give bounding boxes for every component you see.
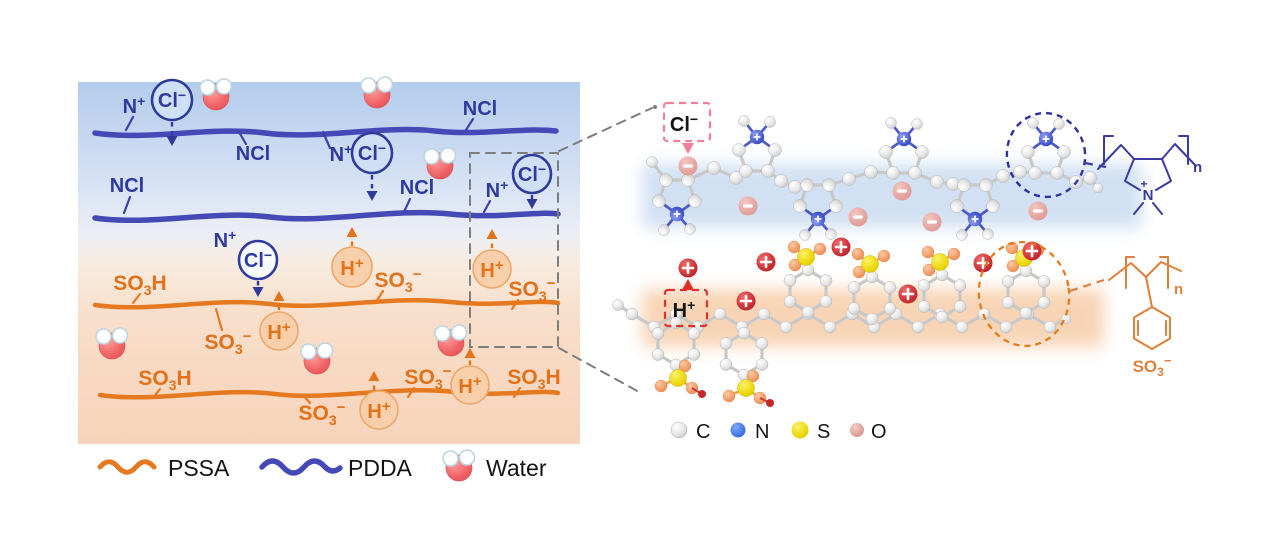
pdda-chain-line-2 [92,209,561,224]
proton-callout-box [663,288,709,328]
pdda-molecular-chain [646,113,1104,241]
chloride-callout-box [662,101,712,143]
oxygen-legend-label: O [871,421,887,443]
svg-text:Cl−: Cl− [158,87,186,112]
proton-callout-label: H+ [673,297,696,322]
svg-text:SO3−: SO3− [375,266,422,295]
svg-text:NCl: NCl [400,177,434,199]
svg-text:Cl−: Cl− [358,140,386,165]
sulfur-legend-label: S [817,421,830,443]
pssa-legend-wave [97,459,157,475]
water-legend-label: Water [486,455,547,481]
membrane-schematic-panel: Cl− Cl− Cl− Cl− H+ H+ H+ H+ H+ N+ N+ N+ [78,76,580,444]
chloride-callout-label: Cl− [670,111,698,136]
pssa-structural-formula: n SO3− [1108,256,1183,379]
sulfur-atom-icon [791,421,809,439]
pdda-legend-wave [259,458,343,476]
svg-text:SO3H: SO3H [113,272,166,298]
svg-text:N+: N+ [123,93,146,118]
svg-text:H+: H+ [340,255,363,280]
functional-group-labels: N+ N+ N+ N+ NCl NCl NCl NCl SO3H SO3− SO… [110,93,561,428]
chloride-ion-circles: Cl− Cl− Cl− Cl− [150,78,553,281]
acidic-hydrogen-atom [766,399,774,407]
oxygen-atom-icon [850,423,864,437]
zoom-connector-top [558,107,653,152]
svg-text:Cl−: Cl− [244,247,272,272]
svg-text:SO3−: SO3− [405,363,452,392]
zoom-region-box [469,152,559,348]
svg-text:+: + [1140,177,1147,191]
pssa-chain-line-2 [97,387,561,400]
acidic-hydrogen-atom [698,390,706,398]
label-ticks [122,115,522,405]
pssa-chain-line-1 [92,297,561,310]
svg-text:N: N [1143,187,1154,204]
svg-text:n: n [1193,159,1202,176]
svg-text:SO3−: SO3− [299,399,346,428]
svg-text:H+: H+ [367,398,390,423]
svg-text:H+: H+ [267,319,290,344]
svg-text:SO3−: SO3− [205,328,252,357]
svg-text:SO3H: SO3H [507,366,560,392]
svg-text:SO3H: SO3H [138,367,191,393]
carbon-atom-icon [670,421,688,439]
svg-text:SO3−: SO3− [509,275,556,304]
ion-transport-arrows [166,122,538,390]
svg-text:Cl−: Cl− [518,161,546,186]
svg-text:H+: H+ [480,257,503,282]
pdda-legend-label: PDDA [348,455,413,481]
svg-text:n: n [1174,281,1183,298]
svg-text:N+: N+ [486,177,509,202]
svg-text:NCl: NCl [463,98,497,120]
atom-legend: C N S O [670,421,887,443]
water-molecule-icon [442,449,476,482]
pssa-formula-connector [1069,278,1105,293]
molecular-structure-panel: Cl− N + n [612,101,1202,443]
nitrogen-atom-icon [730,422,746,438]
pdda-unit-highlight-ellipse [1005,111,1087,199]
carbon-legend-label: C [696,421,710,443]
pssa-legend-label: PSSA [168,455,230,481]
pdda-chain-line-1 [92,126,559,139]
zoom-connector-bottom [558,347,642,394]
pdda-formula-connector [1084,161,1107,169]
svg-text:NCl: NCl [110,175,144,197]
svg-text:H+: H+ [458,373,481,398]
legend-row: PSSA PDDA Water [97,449,547,482]
svg-text:SO3−: SO3− [1133,353,1172,379]
pdda-structural-formula: N + n [1097,135,1202,215]
proton-circles: H+ H+ H+ H+ H+ [259,246,512,430]
svg-text:N+: N+ [214,227,237,252]
svg-text:NCl: NCl [236,143,270,165]
connector-end-dot [653,105,657,109]
nitrogen-legend-label: N [755,421,769,443]
pssa-unit-highlight-ellipse [977,241,1071,347]
svg-text:N+: N+ [330,141,353,166]
